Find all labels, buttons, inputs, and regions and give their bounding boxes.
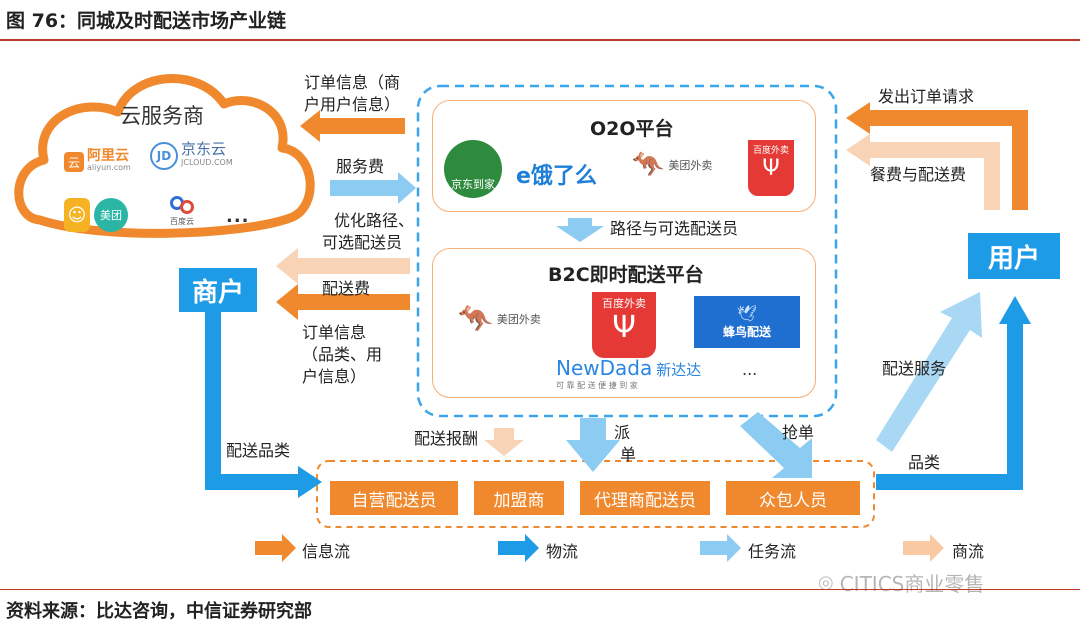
- aliyun-icon: 云: [64, 152, 84, 172]
- label-delivery-category: 配送品类: [226, 441, 291, 460]
- user-box: 用户: [968, 233, 1060, 279]
- b2c-meituan-logo: 🦘 美团外卖: [458, 302, 541, 335]
- legend-logistics: 物流: [546, 542, 579, 561]
- label-delivery-service: 配送服务: [882, 359, 947, 378]
- label-optimize-1: 优化路径、: [334, 211, 415, 230]
- merchant-down-arrow: [205, 312, 300, 490]
- source-footer: 资料来源：比达咨询，中信证券研究部: [6, 601, 312, 622]
- jdcloud-logo: JD 京东云 JCLOUD.COM: [150, 142, 233, 170]
- bottom-rule: [0, 589, 1080, 590]
- meituan-waimai-logo: 🦘 美团外卖: [632, 150, 712, 180]
- newdada-logo: NewDada 新达达 可 靠 配 送 便 捷 到 家: [556, 356, 701, 391]
- left-arrows: [276, 110, 416, 320]
- baiducloud-name: 百度云: [170, 217, 194, 226]
- jddj-logo: 京东到家: [444, 140, 502, 198]
- agent-self-operated: 自营配送员: [330, 481, 458, 515]
- aliyun-sub: aliyun.com: [87, 163, 131, 172]
- meituan-waimai-name: 美团外卖: [668, 159, 713, 172]
- b2c-baidu-logo: 百度外卖 Ψ: [592, 292, 656, 358]
- dispatch-arrow: [566, 418, 620, 472]
- b2c-baidu-name: 百度外卖: [602, 297, 646, 310]
- newdada-slogan: 可 靠 配 送 便 捷 到 家: [556, 381, 638, 390]
- label-delivery-fee: 配送费: [322, 279, 371, 298]
- newdada-en: NewDada: [556, 356, 653, 380]
- bird-icon: 🕊: [736, 304, 758, 323]
- jdcloud-name: 京东云: [181, 140, 227, 158]
- label-optimize-2: 可选配送员: [322, 233, 403, 252]
- label-order-info-b3: 户信息）: [302, 367, 367, 386]
- newdada-cn: 新达达: [656, 361, 702, 379]
- jdcloud-sub: JCLOUD.COM: [181, 158, 233, 167]
- agent-franchisee: 加盟商: [474, 481, 564, 515]
- watermark: ◎ CITICS商业零售: [818, 568, 984, 597]
- label-route: 路径与可选配送员: [610, 219, 739, 238]
- aliyun-logo: 云 阿里云 aliyun.com: [64, 148, 131, 174]
- route-arrow: [556, 218, 604, 242]
- label-meal-fee: 餐费与配送费: [870, 165, 967, 184]
- platform-dashed-frame: [416, 84, 838, 418]
- reward-arrow: [484, 428, 524, 456]
- delivery-service-arrow: [876, 292, 982, 452]
- label-dispatch-1: 派: [614, 423, 631, 442]
- kangaroo-icon-2: 🦘: [458, 302, 493, 335]
- label-order-info-1: 订单信息（商: [304, 73, 401, 92]
- label-category: 品类: [908, 453, 941, 472]
- agent-crowdsource: 众包人员: [726, 481, 860, 515]
- cloud-title: 云服务商: [120, 104, 204, 128]
- kangaroo-icon: 🦘: [632, 150, 665, 180]
- legend-task-flow: 任务流: [748, 542, 797, 561]
- o2o-title: O2O平台: [590, 118, 674, 140]
- fengniao-name: 蜂鸟配送: [722, 325, 771, 339]
- baidu-cloud-icon: [168, 194, 196, 216]
- b2c-meituan-name: 美团外卖: [496, 312, 541, 326]
- label-service-fee: 服务费: [336, 157, 385, 176]
- label-order-info-2: 户用户信息）: [304, 95, 401, 114]
- b2c-title: B2C即时配送平台: [548, 264, 704, 286]
- jd-cloud-icon: JD: [150, 142, 178, 170]
- label-dispatch-2: 单: [620, 445, 637, 464]
- fengniao-logo: 🕊 蜂鸟配送: [694, 296, 800, 348]
- fork-icon: Ψ: [762, 156, 780, 181]
- meituan-logo: ☺ 美团: [64, 198, 128, 232]
- figure-title: 图 76：同城及时配送市场产业链: [6, 10, 287, 32]
- aliyun-name: 阿里云: [87, 148, 129, 164]
- b2c-ellipsis: ...: [742, 360, 758, 379]
- fork-icon-2: Ψ: [612, 310, 636, 345]
- baidu-waimai-name: 百度外卖: [752, 146, 789, 156]
- label-issue-order: 发出订单请求: [878, 87, 975, 106]
- jddj-name: 京东到家: [451, 178, 495, 191]
- grab-arrow: [740, 412, 812, 478]
- legend-arrows: [255, 534, 944, 562]
- category-arrow: [876, 322, 1023, 490]
- wechat-icon: ◎: [818, 572, 834, 593]
- agent-agency: 代理商配送员: [580, 481, 710, 515]
- merchant-box: 商户: [179, 268, 257, 312]
- label-order-info-b1: 订单信息: [302, 323, 367, 342]
- label-delivery-reward: 配送报酬: [414, 429, 479, 448]
- meituan-name: 美团: [94, 198, 128, 232]
- legend-commerce: 商流: [952, 542, 985, 561]
- top-rule: [0, 39, 1080, 41]
- label-grab: 抢单: [782, 423, 815, 442]
- watermark-text: CITICS商业零售: [839, 572, 985, 596]
- legend-info-flow: 信息流: [302, 542, 351, 561]
- right-arrows: [846, 102, 1028, 210]
- cloud-ellipsis: ...: [226, 206, 250, 227]
- meituan-figure-icon: ☺: [64, 198, 90, 232]
- label-order-info-b2: （品类、用: [302, 345, 383, 364]
- baiducloud-logo: 百度云: [168, 194, 196, 227]
- eleme-logo: e饿了么: [516, 164, 597, 189]
- baidu-waimai-logo: 百度外卖 Ψ: [748, 140, 794, 196]
